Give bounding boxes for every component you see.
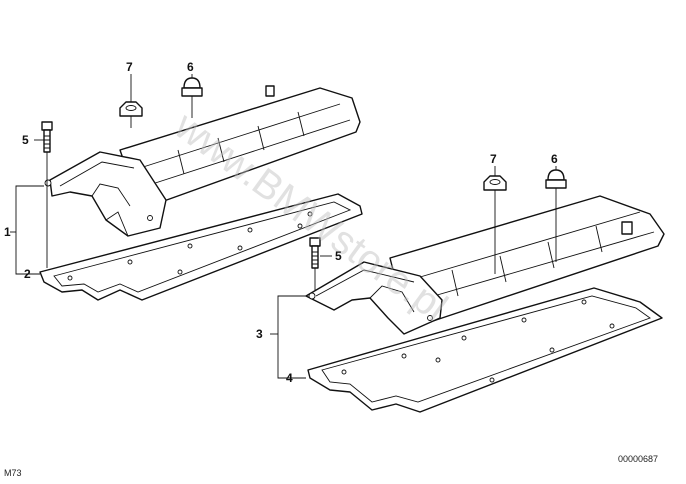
callout-6-right: 6 xyxy=(551,152,558,166)
left-nut xyxy=(119,101,143,117)
callout-6-left: 6 xyxy=(187,60,194,74)
left-valve-cover xyxy=(44,85,361,237)
diagram-code-right: 00000687 xyxy=(618,454,658,464)
left-cap-nut xyxy=(181,77,203,97)
leader-lines xyxy=(10,74,557,379)
callout-3: 3 xyxy=(256,327,263,341)
diagram-code-left: M73 xyxy=(4,468,22,478)
callout-5-left: 5 xyxy=(22,133,29,147)
right-valve-cover xyxy=(305,195,665,335)
callout-7-left: 7 xyxy=(126,60,133,74)
callout-4: 4 xyxy=(286,371,293,385)
left-gasket xyxy=(39,193,363,301)
callout-7-right: 7 xyxy=(490,152,497,166)
callout-1: 1 xyxy=(4,225,11,239)
right-nut xyxy=(483,175,507,191)
callout-2: 2 xyxy=(24,267,31,281)
right-cap-nut xyxy=(545,169,567,189)
left-bolt xyxy=(41,121,53,153)
right-gasket xyxy=(307,287,663,413)
callout-5-right: 5 xyxy=(335,249,342,263)
